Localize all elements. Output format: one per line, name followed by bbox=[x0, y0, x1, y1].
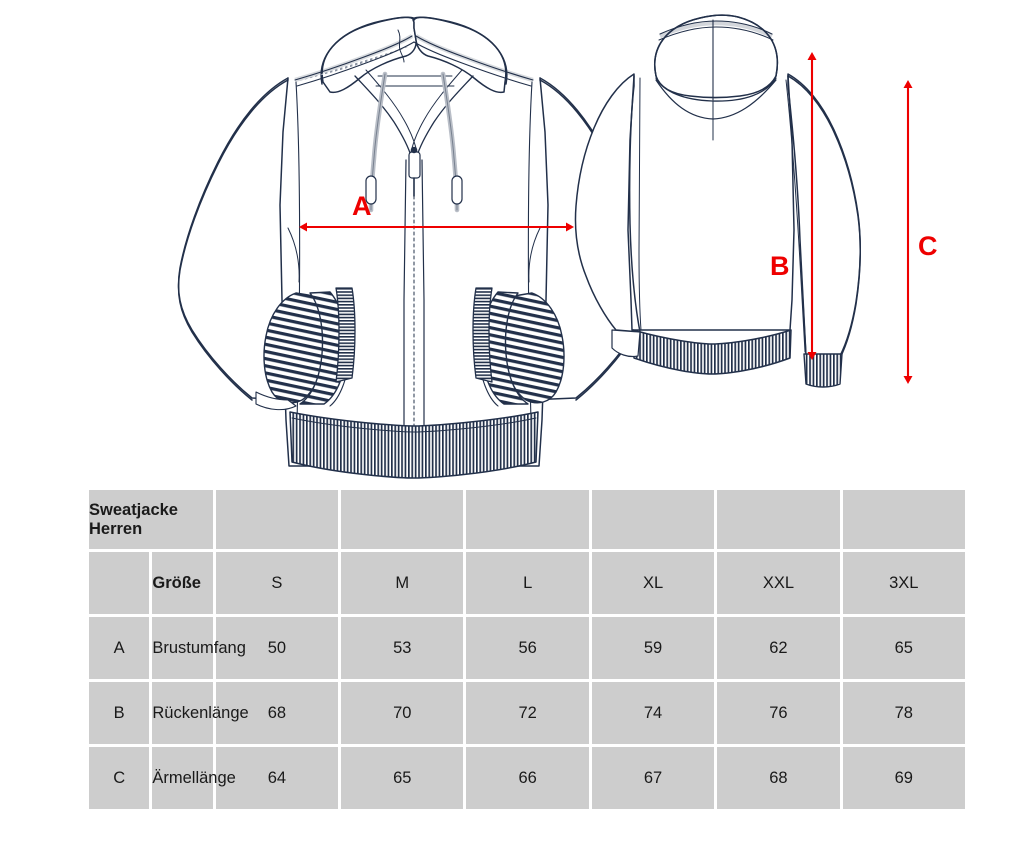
header-size-xl: XL bbox=[591, 552, 715, 614]
table-row: B Rückenlänge 68 70 72 74 76 78 bbox=[89, 682, 965, 744]
row-letter-b: B bbox=[89, 682, 150, 744]
measurement-arrows bbox=[299, 52, 913, 384]
dimension-label-a: A bbox=[352, 191, 372, 221]
cell-c-3xl: 69 bbox=[842, 747, 965, 809]
header-size-3xl: 3XL bbox=[842, 552, 965, 614]
row-letter-a: A bbox=[89, 617, 150, 679]
cell-c-xl: 67 bbox=[591, 747, 715, 809]
table-title-row: Sweatjacke Herren bbox=[89, 490, 965, 549]
title-row-spacer-3 bbox=[466, 490, 589, 549]
header-size-label: Größe bbox=[152, 552, 213, 614]
cell-c-xxl: 68 bbox=[717, 747, 840, 809]
table-title: Sweatjacke Herren bbox=[89, 490, 213, 549]
cell-c-m: 65 bbox=[341, 747, 464, 809]
dimension-label-c: C bbox=[918, 231, 938, 261]
table-header-row: Größe S M L XL XXL 3XL bbox=[89, 552, 965, 614]
row-letter-c: C bbox=[89, 747, 150, 809]
cell-b-xl: 74 bbox=[591, 682, 715, 744]
header-size-m: M bbox=[341, 552, 464, 614]
cell-a-l: 56 bbox=[466, 617, 589, 679]
cell-c-s: 64 bbox=[215, 747, 339, 809]
title-row-spacer-5 bbox=[717, 490, 840, 549]
cell-a-xl: 59 bbox=[591, 617, 715, 679]
header-size-xxl: XXL bbox=[717, 552, 840, 614]
row-name-c: Ärmellänge bbox=[152, 747, 236, 809]
title-row-spacer-2 bbox=[341, 490, 464, 549]
header-size-s: S bbox=[215, 552, 339, 614]
cell-b-3xl: 78 bbox=[842, 682, 965, 744]
cell-a-xxl: 62 bbox=[717, 617, 840, 679]
dimension-label-b: B bbox=[770, 251, 790, 281]
back-view bbox=[574, 14, 861, 388]
cell-b-xxl: 76 bbox=[717, 682, 840, 744]
title-row-spacer-4 bbox=[591, 490, 715, 549]
table-row: A Brustumfang 50 53 56 59 62 65 bbox=[89, 617, 965, 679]
size-chart-table: Sweatjacke Herren Größe S M L XL XXL 3XL… bbox=[86, 487, 968, 812]
cell-b-m: 70 bbox=[341, 682, 464, 744]
header-letter-cell bbox=[89, 552, 150, 614]
table-row: C Ärmellänge 64 65 66 67 68 69 bbox=[89, 747, 965, 809]
title-row-spacer-6 bbox=[842, 490, 965, 549]
cell-a-3xl: 65 bbox=[842, 617, 965, 679]
cell-b-l: 72 bbox=[466, 682, 589, 744]
cell-c-l: 66 bbox=[466, 747, 589, 809]
cell-b-s: 68 bbox=[215, 682, 339, 744]
cell-a-s: 50 bbox=[215, 617, 339, 679]
title-row-spacer-1 bbox=[215, 490, 339, 549]
row-name-b: Rückenlänge bbox=[152, 682, 249, 744]
garment-illustration bbox=[177, 14, 913, 479]
row-name-a: Brustumfang bbox=[152, 617, 246, 679]
cell-a-m: 53 bbox=[341, 617, 464, 679]
header-size-l: L bbox=[466, 552, 589, 614]
